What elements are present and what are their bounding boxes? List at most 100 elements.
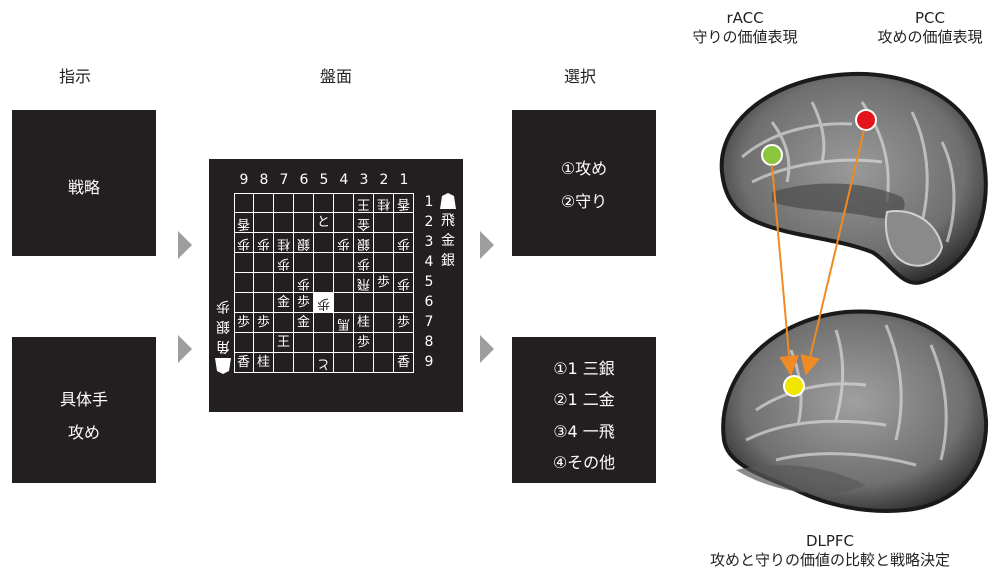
board-square: 歩 [394, 273, 414, 293]
file-label: 2 [379, 172, 389, 188]
rank-label: 1 [424, 194, 434, 210]
board-square: と [314, 353, 334, 373]
choice-option: ①1 三銀 [553, 359, 615, 378]
board-square [254, 193, 274, 213]
piece-icon [215, 358, 231, 374]
board-square: 歩 [394, 233, 414, 253]
piece-icon [440, 193, 456, 209]
board-square [314, 233, 334, 253]
instruction-text: 具体手 [59, 390, 108, 409]
shogi-piece: 桂 [356, 315, 370, 330]
racc-label: rACC 守りの価値表現 [680, 9, 810, 47]
board-square [274, 313, 294, 333]
shogi-piece: 桂 [256, 355, 270, 370]
racc-name: rACC [726, 9, 764, 27]
board-square [314, 313, 334, 333]
board-square [374, 253, 394, 273]
choice-option: ②守り [560, 192, 608, 211]
dlpfc-description: 攻めと守りの価値の比較と戦略決定 [709, 551, 950, 569]
board-square [314, 193, 334, 213]
board-square: 歩 [234, 233, 254, 253]
board-square: 歩 [394, 313, 414, 333]
board-square [294, 213, 314, 233]
board-square [254, 253, 274, 273]
board-square [314, 333, 334, 353]
board-square: 銀 [294, 233, 314, 253]
dlpfc-name: DLPFC [805, 532, 855, 550]
dlpfc-label: DLPFC 攻めと守りの価値の比較と戦略決定 [690, 532, 970, 570]
board-square: 歩 [374, 273, 394, 293]
board-square [334, 253, 354, 273]
file-label: 8 [259, 172, 269, 188]
board-square [354, 353, 374, 373]
board-square: 桂 [374, 193, 394, 213]
file-label: 5 [319, 172, 329, 188]
dlpfc-marker [783, 375, 805, 397]
shogi-piece: 歩 [296, 295, 310, 310]
racc-description: 守りの価値表現 [692, 28, 798, 46]
board-square [254, 213, 274, 233]
board-square [374, 333, 394, 353]
instruction-box-strategy: 戦略 [12, 110, 156, 256]
shogi-board [209, 159, 463, 412]
board-square [334, 333, 354, 353]
board-square [234, 293, 254, 313]
rank-label: 6 [424, 294, 434, 310]
board-square: 歩 [314, 293, 334, 313]
board-square [234, 253, 254, 273]
board-square: 歩 [254, 313, 274, 333]
flow-arrow [178, 231, 192, 259]
shogi-piece: 金 [276, 295, 290, 310]
choice-option: ②1 二金 [553, 390, 615, 409]
choice-option: ④その他 [552, 453, 616, 472]
board-square [374, 293, 394, 313]
board-square [274, 193, 294, 213]
board-square [254, 333, 274, 353]
board-square [354, 293, 374, 313]
rank-label: 2 [424, 214, 434, 230]
board-square [334, 353, 354, 373]
board-square [274, 213, 294, 233]
sagittal-brain-image [719, 71, 988, 285]
choice-option: ③4 一飛 [553, 422, 615, 441]
board-square: 歩 [354, 253, 374, 273]
flow-arrow [480, 335, 494, 363]
board-square [274, 273, 294, 293]
rank-label: 9 [424, 354, 434, 370]
pcc-description: 攻めの価値表現 [877, 28, 983, 46]
hand-piece: 銀 [441, 253, 455, 269]
file-label: 7 [279, 172, 289, 188]
board-square: 金 [294, 313, 314, 333]
board-square: 金 [274, 293, 294, 313]
pcc-marker [855, 109, 877, 131]
instruction-box-move: 具体手 攻め [12, 337, 156, 483]
board-square [294, 353, 314, 373]
board-square [234, 273, 254, 293]
rank-label: 4 [424, 254, 434, 270]
board-square [234, 193, 254, 213]
board-square [294, 253, 314, 273]
rank-label: 7 [424, 314, 434, 330]
racc-to-dlpfc-arrow [771, 164, 800, 376]
board-square [374, 313, 394, 333]
shogi-piece: 香 [236, 355, 250, 370]
flow-arrow [178, 335, 192, 363]
board-square: 桂 [354, 313, 374, 333]
board-square: 馬 [334, 313, 354, 333]
board-square [334, 293, 354, 313]
shogi-piece: 歩 [236, 315, 250, 330]
shogi-piece: と [316, 215, 330, 230]
board-square: 王 [274, 333, 294, 353]
instruction-text: 戦略 [67, 178, 100, 197]
shogi-piece: 金 [296, 315, 310, 330]
board-square [334, 273, 354, 293]
pcc-label: PCC 攻めの価値表現 [862, 9, 998, 47]
choice-box-move: ①1 三銀 ②1 二金 ③4 一飛 ④その他 [512, 337, 656, 483]
file-label: 1 [399, 172, 409, 188]
shogi-piece: 香 [396, 355, 410, 370]
board-square: 香 [394, 193, 414, 213]
board-square [294, 333, 314, 353]
board-square: 香 [234, 213, 254, 233]
board-square [374, 233, 394, 253]
